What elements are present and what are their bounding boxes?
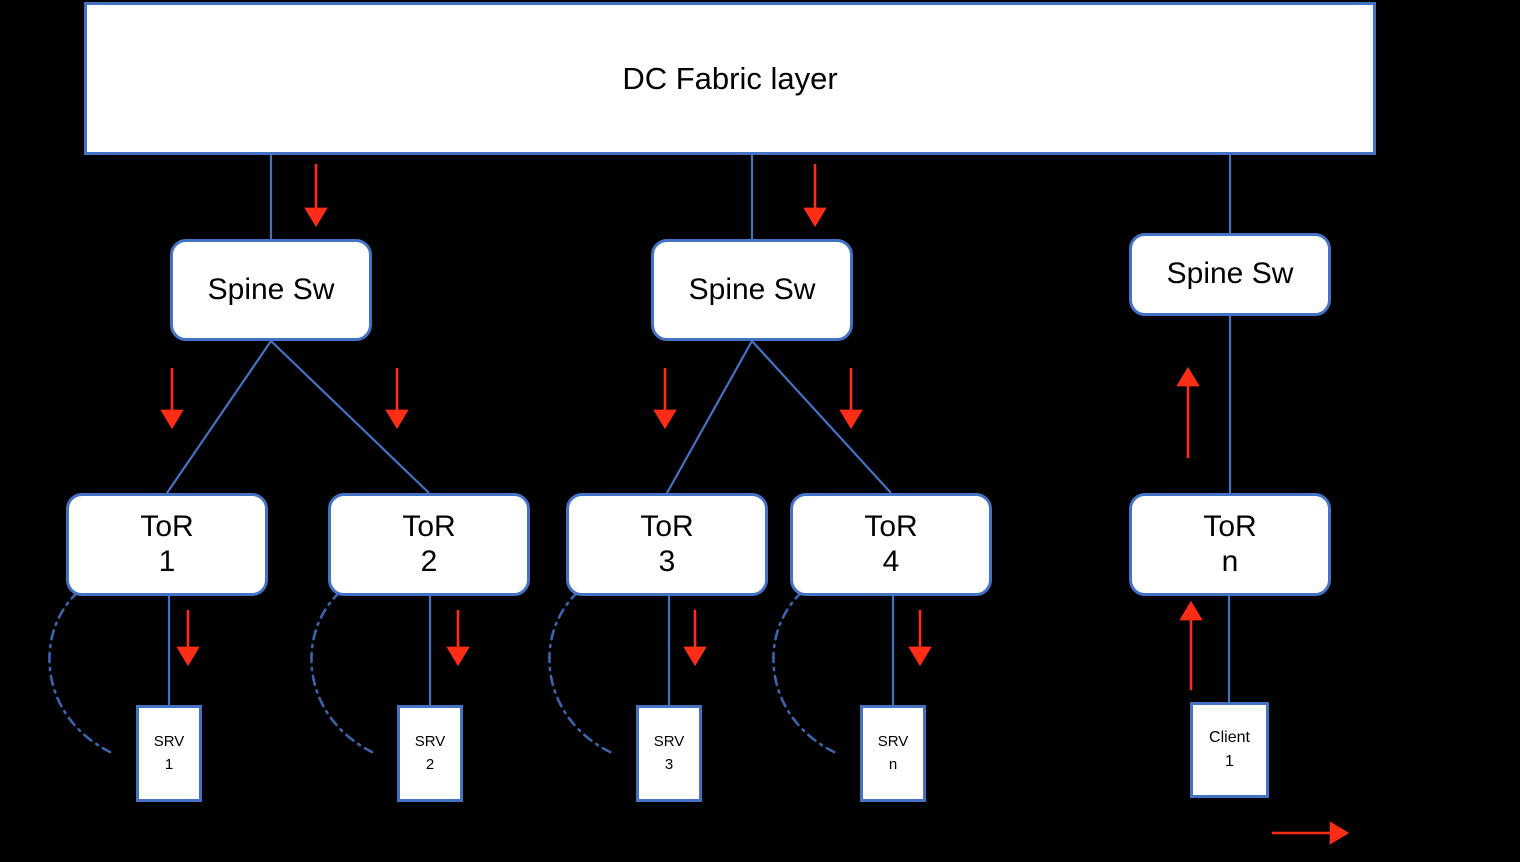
server-1-label: SRV [153, 733, 185, 750]
spine-to-tor-links [166, 316, 1232, 494]
server-3-index: 3 [664, 755, 674, 773]
spine-switch-a-box[interactable]: Spine Sw [170, 239, 372, 341]
spine-switch-b-label: Spine Sw [688, 272, 816, 306]
tor-switch-4-box[interactable]: ToR 4 [790, 493, 992, 596]
spine-switch-c-label: Spine Sw [1166, 257, 1294, 291]
client-1-label: Client [1209, 729, 1250, 746]
upstream-flow-arrows [1176, 366, 1203, 690]
tor-switch-3-index: 3 [658, 544, 676, 578]
tor-switch-1-label: ToR [140, 509, 194, 543]
server-n-index: n [888, 755, 898, 773]
server-2-box[interactable]: SRV 2 [397, 705, 463, 802]
server-2-label: SRV [414, 733, 446, 750]
tor-switch-1-box[interactable]: ToR 1 [66, 493, 268, 596]
tor-to-server-links [167, 596, 1231, 705]
tor-switch-n-index: n [1221, 544, 1239, 578]
dc-fabric-layer-label: DC Fabric layer [622, 60, 838, 96]
fabric-to-spine-links [269, 155, 1232, 239]
server-2-index: 2 [425, 755, 435, 773]
tor-switch-4-label: ToR [864, 509, 918, 543]
server-1-box[interactable]: SRV 1 [136, 705, 202, 802]
server-n-label: SRV [877, 733, 909, 750]
tor-switch-n-label: ToR [1203, 509, 1257, 543]
tor-switch-4-index: 4 [882, 544, 900, 578]
tor-server-loop-curves [48, 590, 836, 754]
downstream-flow-arrows [160, 164, 932, 667]
spine-switch-b-box[interactable]: Spine Sw [651, 239, 853, 341]
tor-switch-1-index: 1 [158, 544, 176, 578]
server-1-index: 1 [164, 755, 174, 773]
tor-switch-n-box[interactable]: ToR n [1129, 493, 1331, 596]
server-n-box[interactable]: SRV n [860, 705, 926, 802]
server-3-box[interactable]: SRV 3 [636, 705, 702, 802]
tor-switch-2-box[interactable]: ToR 2 [328, 493, 530, 596]
spine-switch-c-box[interactable]: Spine Sw [1129, 233, 1331, 316]
tor-switch-2-index: 2 [420, 544, 438, 578]
server-3-label: SRV [653, 733, 685, 750]
tor-switch-2-label: ToR [402, 509, 456, 543]
dc-fabric-layer-box[interactable]: DC Fabric layer [84, 2, 1376, 155]
spine-switch-a-label: Spine Sw [207, 272, 335, 306]
client-1-index: 1 [1225, 753, 1234, 770]
client-1-box[interactable]: Client 1 [1190, 702, 1269, 798]
tor-switch-3-box[interactable]: ToR 3 [566, 493, 768, 596]
tor-switch-3-label: ToR [640, 509, 694, 543]
